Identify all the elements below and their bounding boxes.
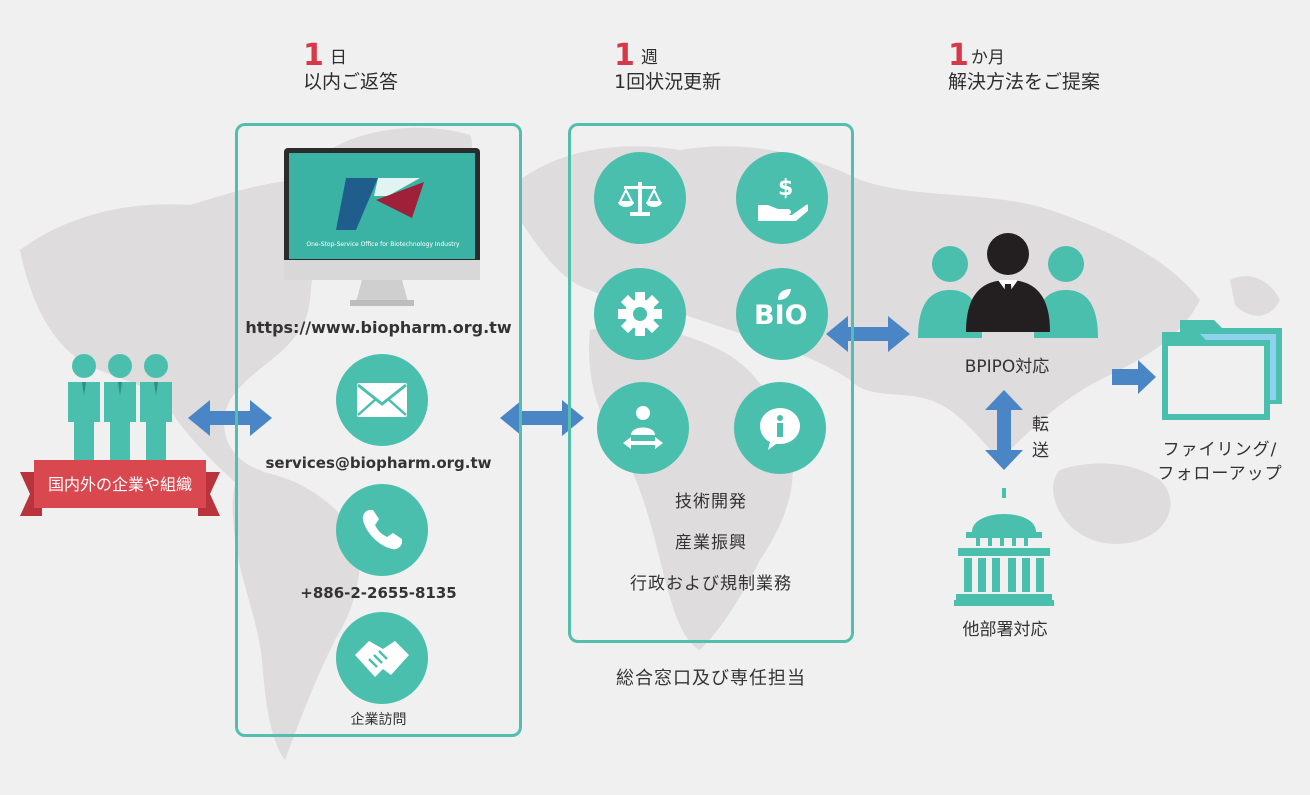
visit-icon-circle[interactable] (336, 612, 428, 704)
service-item-technology: 技術開発 (675, 492, 747, 512)
logo-icon (336, 178, 424, 230)
contact-channels-box (235, 123, 522, 737)
transfer-label-2: 送 (1032, 441, 1049, 461)
money-hand-icon: $ (758, 176, 808, 221)
info-bubble-icon (760, 408, 800, 450)
organization-label: 国内外の企業や組織 (47, 475, 192, 494)
header-desc: 1回状況更新 (614, 71, 722, 93)
government-building-icon (954, 488, 1054, 606)
monitor-icon (284, 148, 480, 306)
header-unit: 日 (329, 48, 347, 68)
email-link[interactable]: services@biopharm.org.tw (265, 454, 492, 472)
bio-label: BIO (754, 300, 808, 331)
phone-icon (362, 510, 402, 550)
header-number: 1 (303, 38, 324, 73)
organization-banner (20, 460, 220, 516)
folder-icon (1162, 320, 1282, 420)
person-arrows-icon (623, 406, 663, 449)
header-unit: 週 (640, 48, 658, 68)
transfer-label-1: 転 (1032, 415, 1049, 435)
handshake-icon (355, 641, 409, 677)
filing-label-2: フォローアップ (1157, 464, 1283, 484)
scales-icon (618, 182, 662, 216)
bpipo-label: BPIPO対応 (964, 357, 1050, 377)
phone-icon-circle[interactable] (336, 484, 428, 576)
funding-icon-circle: $ (736, 152, 828, 244)
service-box (568, 123, 854, 643)
header-desc: 解決方法をご提案 (948, 71, 1101, 93)
bio-icon-circle: BIO (736, 268, 828, 360)
visit-label: 企業訪問 (350, 712, 407, 728)
email-icon-circle[interactable] (336, 354, 428, 446)
person-flow-icon-circle (597, 382, 689, 474)
double-arrow-icon (188, 400, 272, 436)
other-department-label: 他部署対応 (962, 620, 1048, 640)
leaf-icon (778, 289, 791, 300)
header-desc: 以内ご返答 (303, 71, 399, 93)
phone-number[interactable]: +886-2-2655-8135 (300, 584, 457, 602)
right-arrow-icon (1112, 360, 1156, 394)
service-caption: 総合窓口及び専任担当 (616, 668, 806, 689)
people-group-icon (68, 354, 172, 464)
double-arrow-icon (826, 316, 910, 352)
vertical-double-arrow-icon (985, 390, 1023, 470)
header-number: 1 (948, 38, 969, 73)
filing-label-1: ファイリング/ (1162, 440, 1278, 460)
service-item-industry: 産業振興 (675, 533, 747, 553)
gear-icon (618, 292, 662, 336)
header-number: 1 (614, 38, 635, 73)
envelope-icon (357, 383, 407, 417)
legal-icon-circle (594, 152, 686, 244)
service-item-regulatory: 行政および規制業務 (630, 574, 792, 594)
settings-icon-circle (594, 268, 686, 360)
header-unit: か月 (970, 48, 1005, 68)
team-icon (918, 233, 1098, 338)
website-link[interactable]: https://www.biopharm.org.tw (245, 318, 512, 337)
monitor-caption: One-Stop-Service Office for Biotechnolog… (306, 241, 460, 248)
svg-text:$: $ (778, 176, 793, 201)
info-icon-circle (734, 382, 826, 474)
